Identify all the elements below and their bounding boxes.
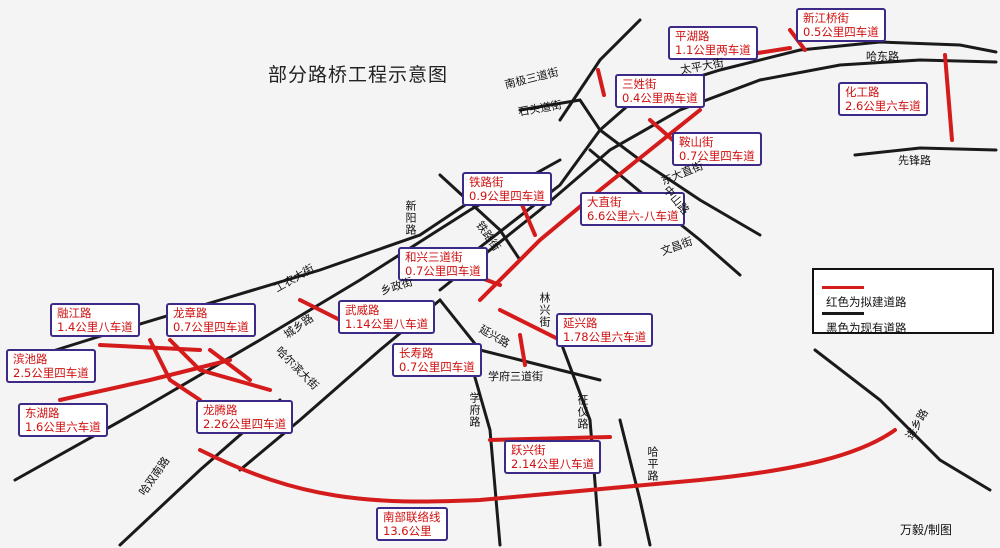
project-detail: 1.6公里六车道 xyxy=(25,420,101,434)
road-haping xyxy=(618,418,652,547)
project-detail: 0.7公里四车道 xyxy=(399,360,475,374)
planned-nanbu-lianluo xyxy=(198,428,897,504)
project-name: 和兴三道街 xyxy=(405,250,463,264)
road-tielu xyxy=(438,173,522,262)
project-detail: 0.4公里两车道 xyxy=(622,91,698,105)
planned-longzhang xyxy=(168,338,272,392)
road-dongdazhi xyxy=(598,128,762,237)
road-jinxiang xyxy=(813,348,992,492)
project-name: 滨池路 xyxy=(13,352,48,366)
street-hadong: 哈东路 xyxy=(866,50,899,63)
legend-row-planned: 红色为拟建道路 xyxy=(822,280,907,310)
project-detail: 6.6公里六-八车道 xyxy=(587,209,679,223)
project-name: 平湖路 xyxy=(675,29,710,43)
project-detail: 0.5公里四车道 xyxy=(803,25,879,39)
project-detail: 0.7公里四车道 xyxy=(173,320,249,334)
map-legend: 红色为拟建道路 黑色为现有道路 xyxy=(812,268,994,336)
street-xuefu: 学府路 xyxy=(468,392,481,428)
map-title: 部分路桥工程示意图 xyxy=(268,64,449,86)
legend-row-existing: 黑色为现有道路 xyxy=(822,306,907,336)
project-detail: 0.7公里四车道 xyxy=(405,264,481,278)
street-xuefu-sandao: 学府三道街 xyxy=(488,370,543,383)
project-detail: 1.14公里八车道 xyxy=(345,317,429,331)
project-name: 大直街 xyxy=(587,195,622,209)
legend-label-existing: 黑色为现有道路 xyxy=(826,321,907,335)
planned-wuwei xyxy=(298,298,342,322)
project-detail: 1.1公里两车道 xyxy=(675,43,751,57)
legend-label-planned: 红色为拟建道路 xyxy=(826,295,907,309)
street-haping: 哈平路 xyxy=(646,446,659,482)
project-name: 跃兴街 xyxy=(511,443,546,457)
project-detail: 2.26公里四车道 xyxy=(203,417,287,431)
project-name: 三姓街 xyxy=(622,77,657,91)
project-detail: 1.78公里六车道 xyxy=(563,330,647,344)
street-xianfeng: 先锋路 xyxy=(898,154,931,167)
road-shitou xyxy=(518,98,602,132)
street-zhengyi: 征仪路 xyxy=(576,394,589,430)
project-name: 鞍山街 xyxy=(679,135,714,149)
planned-yanxing xyxy=(498,308,562,342)
project-name: 龙章路 xyxy=(173,306,208,320)
road-main-north-east xyxy=(468,40,998,257)
project-name: 龙腾路 xyxy=(203,403,238,417)
legend-swatch-existing xyxy=(822,312,864,315)
project-detail: 2.6公里六车道 xyxy=(845,99,921,113)
project-detail: 0.9公里四车道 xyxy=(469,189,545,203)
planned-huagong xyxy=(943,53,954,142)
project-name: 化工路 xyxy=(845,85,880,99)
project-detail: 13.6公里 xyxy=(383,524,432,538)
project-name: 新江桥街 xyxy=(803,11,849,25)
project-detail: 0.7公里四车道 xyxy=(679,149,755,163)
planned-rongjiang xyxy=(98,343,202,352)
road-yanxing xyxy=(438,298,602,382)
road-zhengyi xyxy=(558,338,602,547)
project-name: 延兴路 xyxy=(563,316,598,330)
planned-binchi xyxy=(58,358,232,402)
project-name: 铁路街 xyxy=(469,175,504,189)
road-xianfeng xyxy=(853,146,998,157)
project-name: 长寿路 xyxy=(399,346,434,360)
planned-sanxing xyxy=(596,68,606,97)
project-name: 东湖路 xyxy=(25,406,60,420)
map-credit: 万毅/制图 xyxy=(900,523,953,537)
road-xuefu xyxy=(468,358,502,547)
planned-donghu xyxy=(148,338,202,402)
street-xinyang: 新阳路 xyxy=(404,200,417,236)
planned-yuexing xyxy=(488,435,612,442)
planned-longteng xyxy=(208,348,252,382)
street-linxing: 林兴街 xyxy=(538,292,551,328)
project-detail: 2.5公里四车道 xyxy=(13,366,89,380)
project-name: 融江路 xyxy=(57,306,92,320)
project-name: 武威路 xyxy=(345,303,380,317)
legend-swatch-planned xyxy=(822,286,864,289)
planned-roads xyxy=(58,28,954,504)
project-detail: 2.14公里八车道 xyxy=(511,457,595,471)
project-detail: 1.4公里八车道 xyxy=(57,320,133,334)
project-name: 南部联络线 xyxy=(383,510,441,524)
planned-changshou xyxy=(518,333,527,367)
